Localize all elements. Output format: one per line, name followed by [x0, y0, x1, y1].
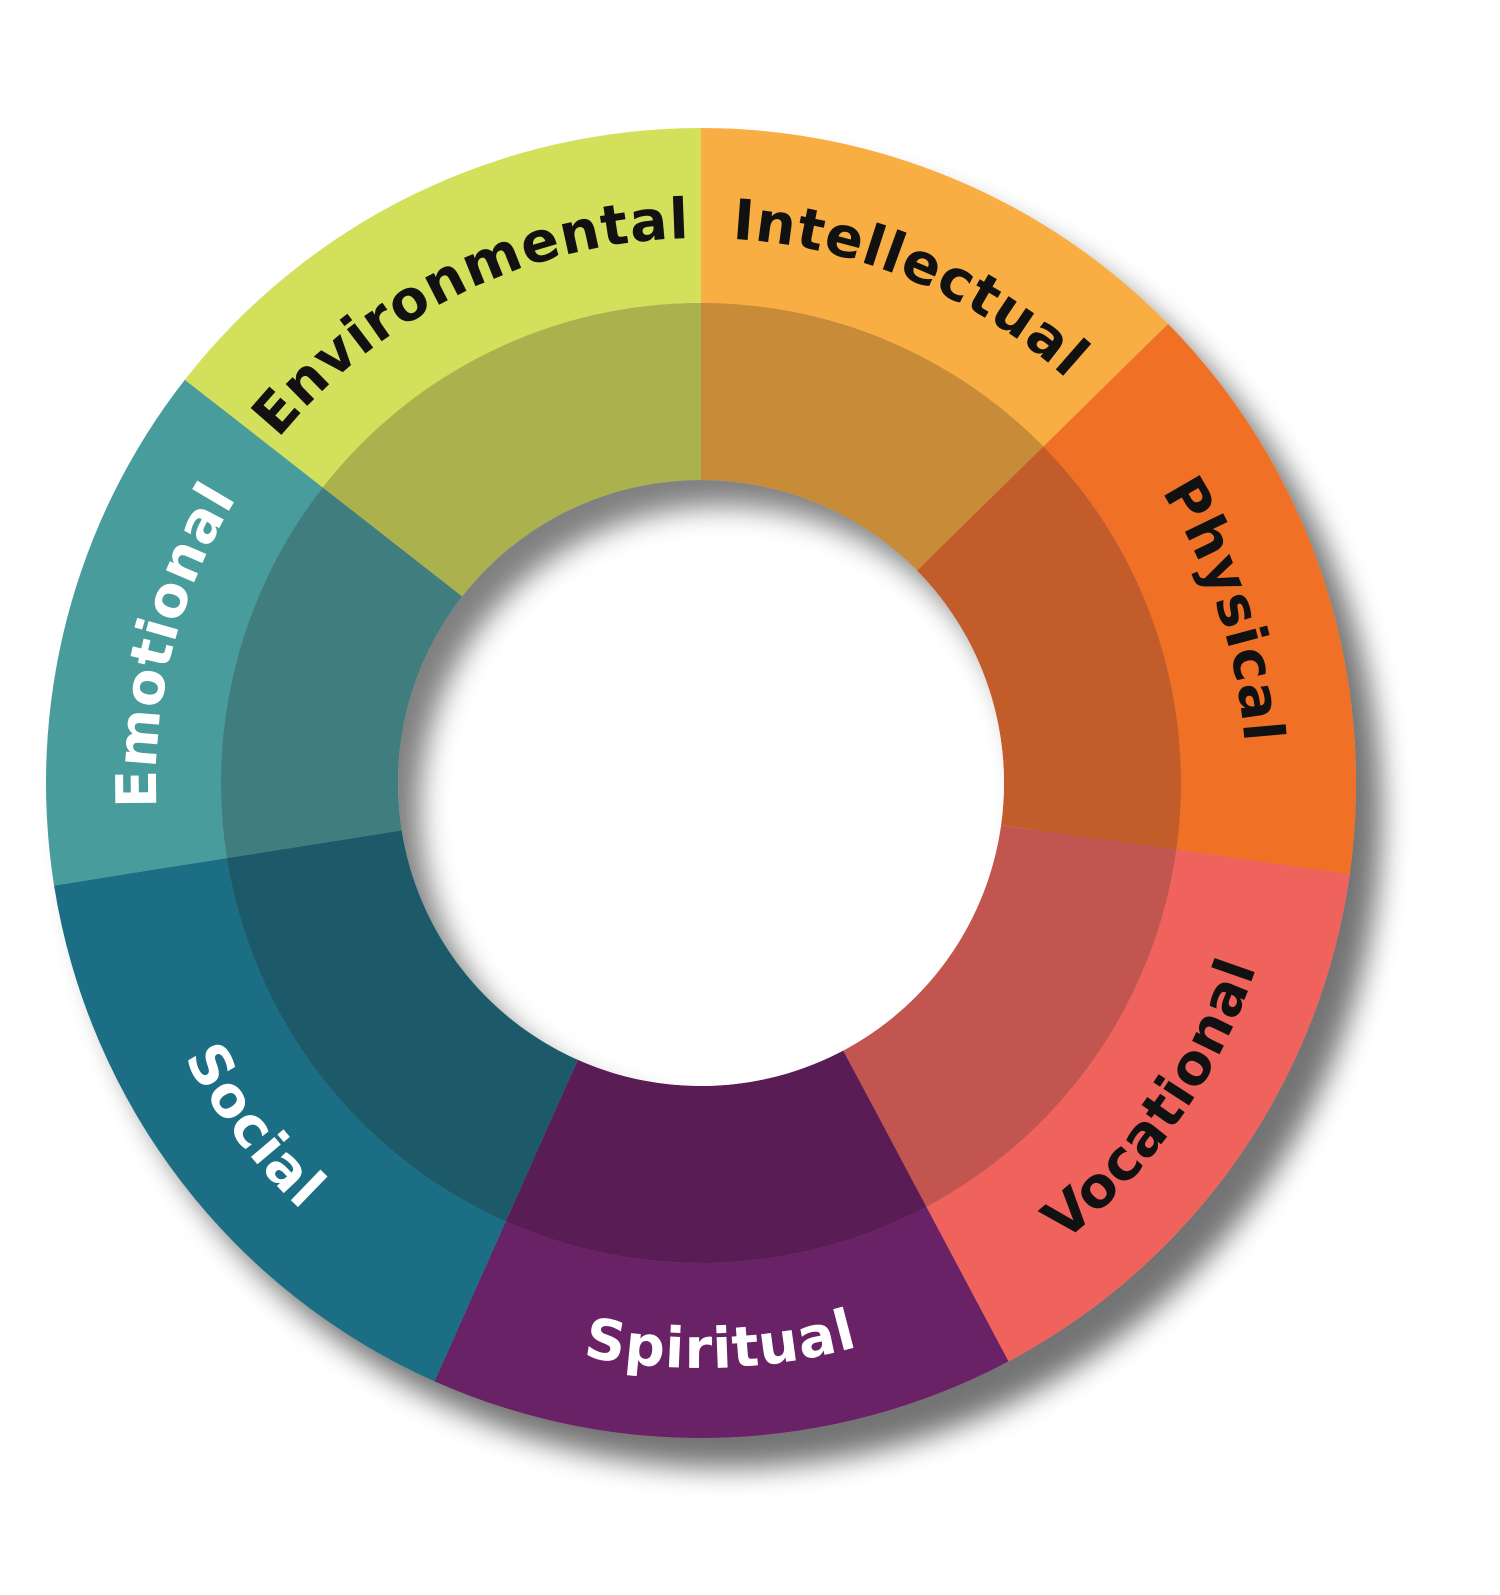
wheel-ring: [45, 127, 1356, 1438]
segment-vocational-inner: [843, 825, 1177, 1207]
center-hole: [398, 480, 1004, 1086]
segment-intellectual-outer: [701, 128, 1169, 447]
segment-environmental-inner: [322, 303, 701, 597]
center-hole-shadow: [398, 480, 1004, 1086]
segment-vocational-outer: [926, 849, 1350, 1362]
segment-physical-inner: [917, 446, 1181, 850]
segment-intellectual-inner: [701, 303, 1044, 571]
segment-social-outer: [54, 858, 506, 1382]
segment-physical-outer: [1043, 323, 1356, 875]
segment-emotional-outer: [45, 379, 323, 886]
segment-environmental-outer: [184, 127, 701, 488]
segment-emotional-inner: [220, 487, 463, 859]
segment-spiritual-outer: [434, 1206, 1009, 1438]
segment-social-inner: [226, 830, 578, 1222]
center-hole-disc: [398, 480, 1004, 1086]
segment-spiritual-inner: [505, 1050, 927, 1263]
